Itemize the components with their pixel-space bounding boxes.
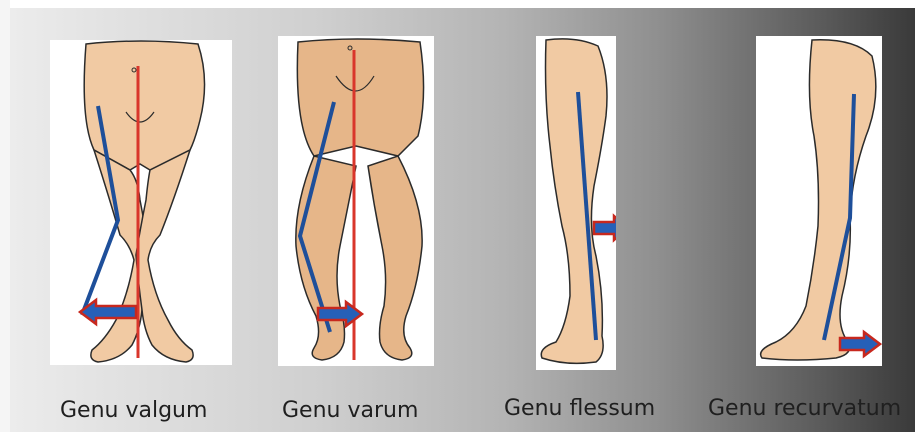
- caption-genu-recurvatum: Genu recurvatum: [708, 396, 901, 421]
- top-white-strip: [0, 0, 915, 8]
- genu-flessum-illustration: [536, 36, 616, 370]
- left-white-strip: [0, 0, 10, 432]
- figure-genu-flessum: [536, 36, 616, 370]
- genu-valgum-illustration: [50, 40, 232, 365]
- genu-recurvatum-illustration: [756, 36, 882, 366]
- caption-genu-flessum: Genu flessum: [504, 396, 655, 421]
- genu-varum-illustration: [278, 36, 434, 366]
- caption-genu-varum: Genu varum: [282, 398, 418, 423]
- figure-genu-varum: [278, 36, 434, 366]
- figure-genu-valgum: [50, 40, 232, 365]
- caption-genu-valgum: Genu valgum: [60, 398, 207, 423]
- figure-genu-recurvatum: [756, 36, 882, 366]
